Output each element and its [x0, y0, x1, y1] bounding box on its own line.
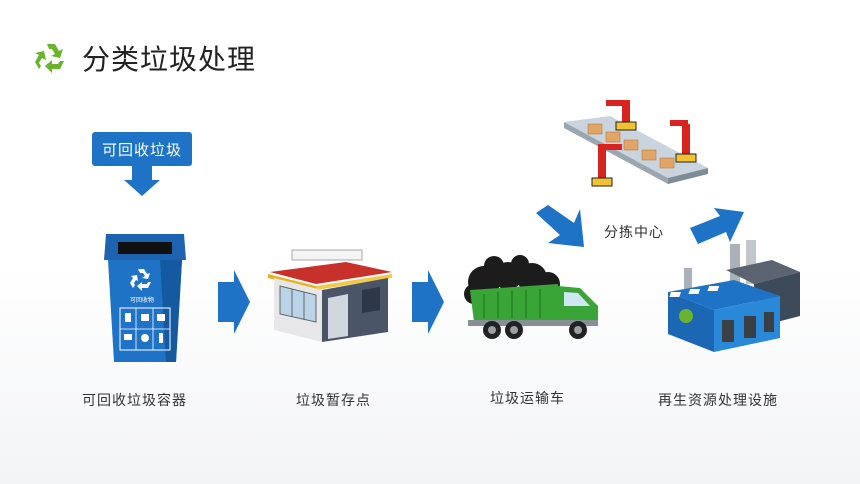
sorting-robot-icon: [564, 100, 708, 187]
up-right-arrow-icon: [536, 205, 584, 247]
recycle-bin-icon: 可回收物: [104, 234, 186, 362]
right-arrow-icon: [218, 270, 250, 334]
recycle-icon: [35, 44, 64, 73]
right-arrow-icon: [412, 270, 444, 334]
category-tag: 可回收垃圾: [92, 132, 192, 166]
down-right-arrow-icon: [690, 208, 744, 244]
step-label-truck: 垃圾运输车: [490, 391, 565, 407]
garbage-truck-icon: [464, 255, 598, 339]
bin-caption: 可回收物: [130, 296, 154, 304]
factory-icon: [668, 240, 800, 352]
step-label-facility: 再生资源处理设施: [658, 393, 778, 409]
branch-label: 分拣中心: [604, 225, 664, 241]
step-label-bin: 可回收垃圾容器: [82, 393, 187, 409]
storage-kiosk-icon: [268, 249, 392, 342]
step-label-storage: 垃圾暂存点: [296, 393, 371, 409]
down-arrow-icon: [124, 166, 160, 196]
title-group: 分类垃圾处理: [34, 38, 256, 78]
page-title: 分类垃圾处理: [82, 43, 257, 76]
